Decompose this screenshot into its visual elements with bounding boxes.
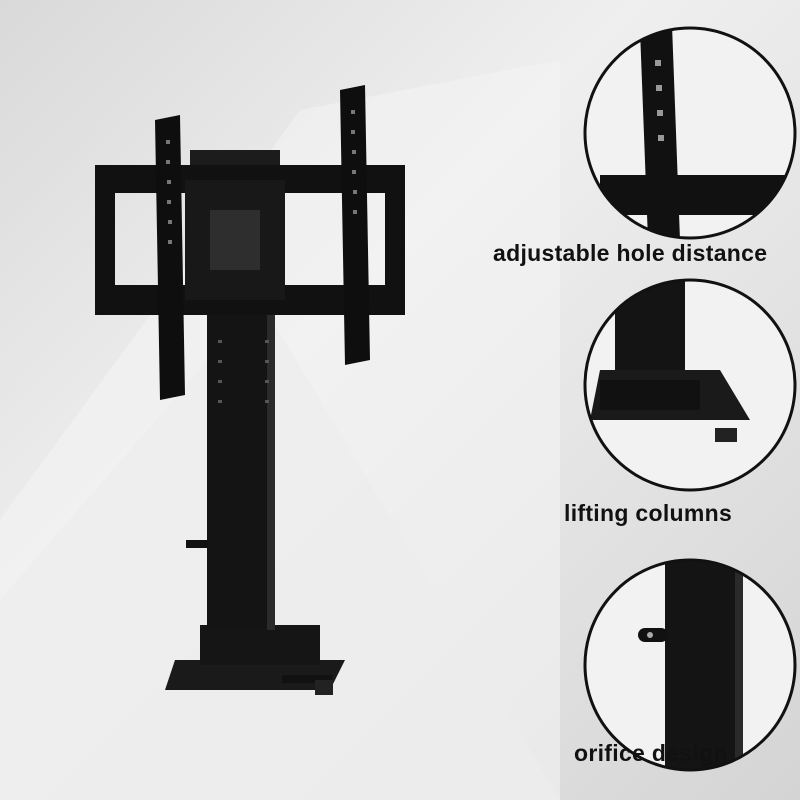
tv-lift-mount-image bbox=[95, 85, 405, 695]
label-orifice-design: orifice design bbox=[574, 740, 728, 766]
orifice-detail-image bbox=[583, 558, 797, 772]
hole-detail-image bbox=[583, 26, 797, 240]
label-adjustable-hole-distance: adjustable hole distance bbox=[493, 240, 768, 266]
column-base-detail-image bbox=[583, 278, 797, 492]
label-lifting-columns: lifting columns bbox=[564, 500, 733, 526]
